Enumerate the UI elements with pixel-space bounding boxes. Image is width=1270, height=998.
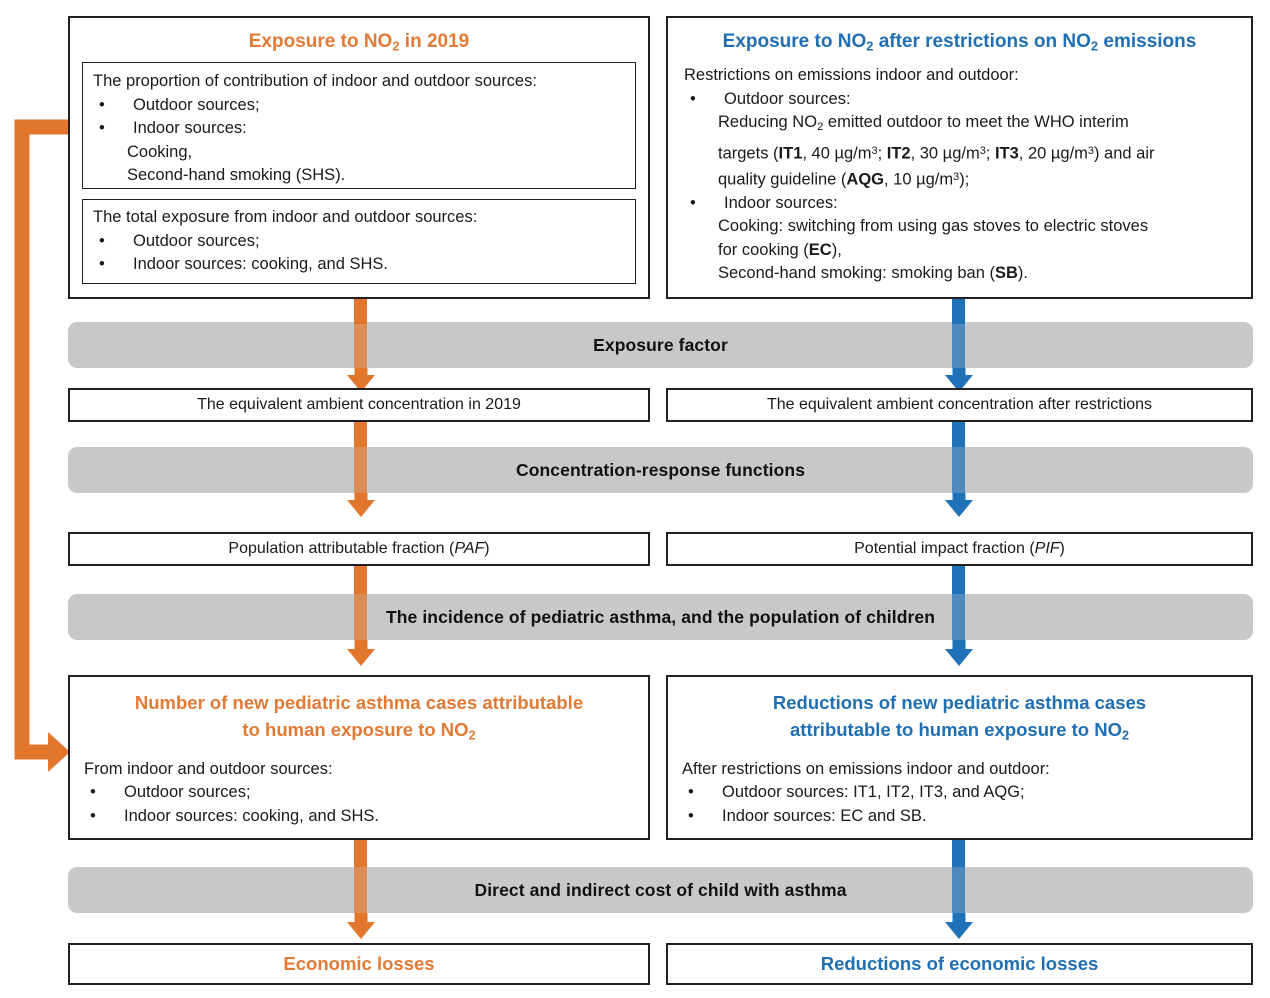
left-total-intro: The total exposure from indoor and outdo… [93, 208, 478, 226]
bullet-icon: • [99, 255, 105, 273]
band-cost-of-child: Direct and indirect cost of child with a… [68, 867, 1253, 913]
arrow-left-to-paf [346, 493, 375, 517]
bullet-icon: • [690, 89, 696, 108]
arrow-left-to-concentration [346, 368, 375, 392]
band-label: Concentration-response functions [515, 459, 806, 480]
bullet-icon: • [99, 231, 105, 250]
right-pif-box: Potential impact fraction (PIF) [666, 532, 1253, 566]
list-item: • Outdoor sources; [93, 94, 635, 118]
list-item-label: Outdoor sources; [124, 783, 251, 802]
bullet-icon: • [688, 783, 694, 802]
bullet-icon: • [690, 193, 696, 212]
right-exposure-container: Exposure to NO2 after restrictions on NO… [666, 16, 1253, 299]
list-item: • Indoor sources: EC and SB. [682, 805, 1251, 829]
sub-item-shs: Second-hand smoking (SHS). [127, 166, 346, 184]
list-item-label: Indoor sources: cooking, and SHS. [133, 255, 388, 273]
arrow-left-to-cases [346, 640, 375, 666]
bullet-icon: • [90, 783, 96, 802]
left-economic-losses-label: Economic losses [283, 953, 435, 974]
arrow-shaft-right-1 [952, 299, 965, 324]
indoor-detail-line-1: Cooking: switching from using gas stoves… [718, 217, 1149, 236]
indoor-detail-line-2: for cooking (EC), [718, 240, 842, 259]
arrow-left-to-economic-losses [346, 913, 375, 939]
arrow-shaft-right-3 [952, 566, 965, 594]
list-item: • Indoor sources: [93, 117, 635, 141]
arrow-shaft-left-1 [354, 299, 367, 324]
left-cases-title: Number of new pediatric asthma cases att… [134, 692, 584, 743]
indoor-detail-line-3: Second-hand smoking: smoking ban (SB). [718, 264, 1029, 283]
band-exposure-factor: Exposure factor [68, 322, 1253, 368]
arrow-shaft-left-2b [354, 447, 367, 493]
left-economic-losses-box: Economic losses [68, 943, 650, 985]
left-paf-box: Population attributable fraction (PAF) [68, 532, 650, 566]
arrow-shaft-right-4 [952, 840, 965, 867]
left-column-header: Exposure to NO2 in 2019 [248, 31, 470, 54]
arrow-shaft-right-2 [952, 422, 965, 447]
arrow-shaft-left-3b [354, 594, 367, 640]
left-paf-label: Population attributable fraction (PAF) [228, 540, 490, 557]
arrow-right-to-pif [944, 493, 973, 517]
band-incidence-population: The incidence of pediatric asthma, and t… [68, 594, 1253, 640]
arrow-shaft-left-4 [354, 840, 367, 867]
list-item-label: Outdoor sources; [133, 95, 260, 114]
right-reductions-title: Reductions of new pediatric asthma cases… [772, 692, 1147, 743]
arrow-shaft-right-3b [952, 594, 965, 640]
right-equivalent-concentration-label: The equivalent ambient concentration aft… [766, 396, 1153, 413]
right-column-header: Exposure to NO2 after restrictions on NO… [722, 31, 1197, 54]
band-concentration-response: Concentration-response functions [68, 447, 1253, 493]
arrow-shaft-left-4b [354, 867, 367, 913]
band-label: The incidence of pediatric asthma, and t… [385, 606, 936, 627]
bullet-icon: • [99, 119, 105, 137]
list-item: • Indoor sources: cooking, and SHS. [93, 253, 635, 277]
arrow-shaft-left-1b [354, 322, 367, 368]
list-item: • Outdoor sources: IT1, IT2, IT3, and AQ… [682, 781, 1251, 805]
arrow-shaft-left-2 [354, 422, 367, 447]
left-equivalent-concentration-box: The equivalent ambient concentration in … [68, 388, 650, 422]
right-equivalent-concentration-box: The equivalent ambient concentration aft… [666, 388, 1253, 422]
bullet-icon: • [688, 806, 694, 825]
list-item-label: Outdoor sources: [724, 89, 851, 108]
right-reductions-losses-label: Reductions of economic losses [820, 953, 1099, 974]
left-proportion-box: The proportion of contribution of indoor… [82, 62, 636, 189]
list-item-label: Outdoor sources; [133, 231, 260, 250]
right-restrictions-intro: Restrictions on emissions indoor and out… [684, 66, 1019, 84]
left-cases-box: Number of new pediatric asthma cases att… [68, 675, 650, 840]
arrow-right-to-reduction-losses [944, 913, 973, 939]
right-reductions-losses-box: Reductions of economic losses [666, 943, 1253, 985]
list-item-label: Indoor sources: cooking, and SHS. [124, 806, 379, 825]
outdoor-detail-line-1: Reducing NO2 emitted outdoor to meet the… [718, 113, 1129, 134]
list-item-label: Outdoor sources: IT1, IT2, IT3, and AQG; [722, 783, 1025, 802]
arrow-shaft-left-3 [354, 566, 367, 594]
left-exposure-container: Exposure to NO2 in 2019 The proportion o… [68, 16, 650, 299]
list-item: • Outdoor sources; [93, 230, 635, 254]
bullet-icon: • [90, 806, 96, 825]
list-item: • Outdoor sources: [684, 88, 1241, 112]
band-label: Direct and indirect cost of child with a… [474, 879, 847, 900]
list-item-label: Indoor sources: [133, 119, 247, 137]
left-equivalent-concentration-label: The equivalent ambient concentration in … [197, 396, 521, 413]
right-pif-label: Potential impact fraction (PIF) [854, 540, 1065, 557]
list-item: • Indoor sources: cooking, and SHS. [84, 805, 648, 829]
arrow-shaft-right-2b [952, 447, 965, 493]
bullet-icon: • [99, 95, 105, 114]
list-item-label: Indoor sources: EC and SB. [722, 806, 927, 825]
right-reductions-box: Reductions of new pediatric asthma cases… [666, 675, 1253, 840]
sub-item-cooking: Cooking, [127, 142, 193, 161]
left-cases-intro: From indoor and outdoor sources: [84, 759, 333, 778]
outdoor-detail-line-3: quality guideline (AQG, 10 µg/m3); [718, 170, 970, 189]
list-item-label: Indoor sources: [724, 193, 838, 212]
left-proportion-intro: The proportion of contribution of indoor… [93, 72, 537, 90]
arrow-right-to-reductions [944, 640, 973, 666]
outdoor-detail-line-2: targets (IT1, 40 µg/m3; IT2, 30 µg/m3; I… [718, 144, 1155, 163]
band-label: Exposure factor [593, 334, 728, 355]
left-total-exposure-box: The total exposure from indoor and outdo… [82, 199, 636, 284]
list-item: • Outdoor sources; [84, 781, 648, 805]
arrow-right-to-concentration [944, 368, 973, 392]
arrow-shaft-right-4b [952, 867, 965, 913]
arrow-shaft-right-1b [952, 322, 965, 368]
right-reductions-intro: After restrictions on emissions indoor a… [682, 759, 1050, 778]
list-item: • Indoor sources: [684, 192, 1241, 216]
